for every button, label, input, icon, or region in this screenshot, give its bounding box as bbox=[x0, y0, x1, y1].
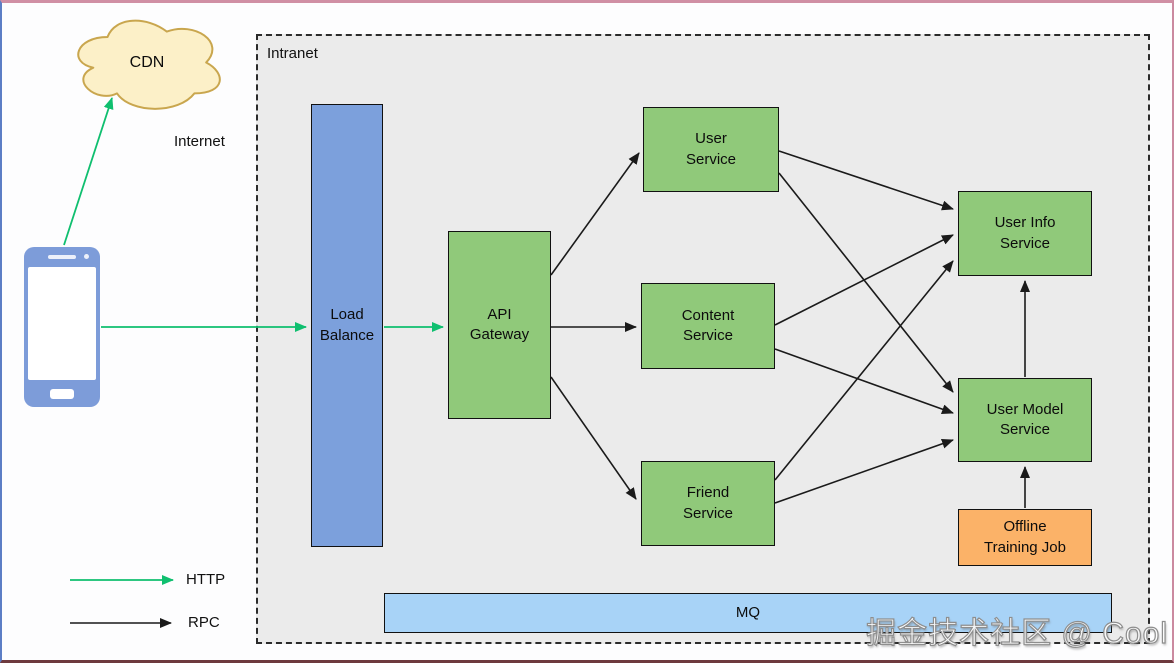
cdn-cloud: CDN bbox=[68, 11, 226, 115]
node-api-gateway: API Gateway bbox=[448, 231, 551, 419]
node-friend-service: Friend Service bbox=[641, 461, 775, 546]
legend-http-label: HTTP bbox=[186, 571, 226, 588]
cloud-icon bbox=[77, 19, 221, 110]
arrow-phone-to-cdn bbox=[63, 97, 114, 246]
phone-screen bbox=[28, 267, 96, 380]
cdn-label: CDN bbox=[129, 54, 165, 71]
mobile-phone-icon bbox=[24, 247, 100, 407]
phone-home-button bbox=[50, 389, 74, 399]
node-user-service: User Service bbox=[643, 107, 779, 192]
phone-speaker bbox=[48, 255, 76, 259]
node-offline-training-job: Offline Training Job bbox=[958, 509, 1092, 566]
node-load-balance: Load Balance bbox=[311, 104, 383, 547]
node-mq: MQ bbox=[384, 593, 1112, 633]
node-user-model-service: User Model Service bbox=[958, 378, 1092, 462]
node-user-info-service: User Info Service bbox=[958, 191, 1092, 276]
phone-camera bbox=[84, 254, 89, 259]
watermark: 掘金技术社区 @ Cool bbox=[866, 616, 1168, 650]
legend-rpc-label: RPC bbox=[188, 614, 220, 631]
internet-label: Internet bbox=[174, 133, 225, 150]
node-content-service: Content Service bbox=[641, 283, 775, 369]
intranet-label: Intranet bbox=[267, 45, 318, 62]
